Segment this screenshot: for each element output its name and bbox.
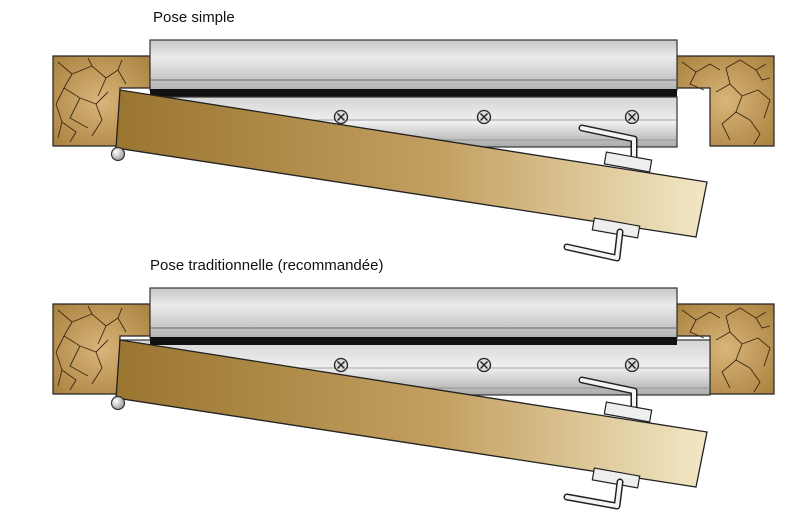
screw-icon bbox=[624, 357, 640, 373]
top-rail bbox=[149, 39, 678, 91]
seal-strip bbox=[150, 89, 677, 97]
panel-simple bbox=[52, 39, 775, 262]
top-rail bbox=[149, 287, 678, 339]
pivot-pin-icon bbox=[110, 395, 126, 411]
screw-icon bbox=[624, 109, 640, 125]
door-leaf bbox=[115, 339, 708, 488]
panel-traditional bbox=[52, 287, 775, 510]
pivot-pin-icon bbox=[110, 146, 126, 162]
screw-icon bbox=[333, 109, 349, 125]
screw-icon bbox=[476, 357, 492, 373]
panel-caption-simple: Pose simple bbox=[153, 9, 235, 26]
screw-icon bbox=[333, 357, 349, 373]
door-leaf bbox=[115, 89, 708, 238]
screw-icon bbox=[476, 109, 492, 125]
panel-caption-traditional: Pose traditionnelle (recommandée) bbox=[150, 257, 384, 274]
